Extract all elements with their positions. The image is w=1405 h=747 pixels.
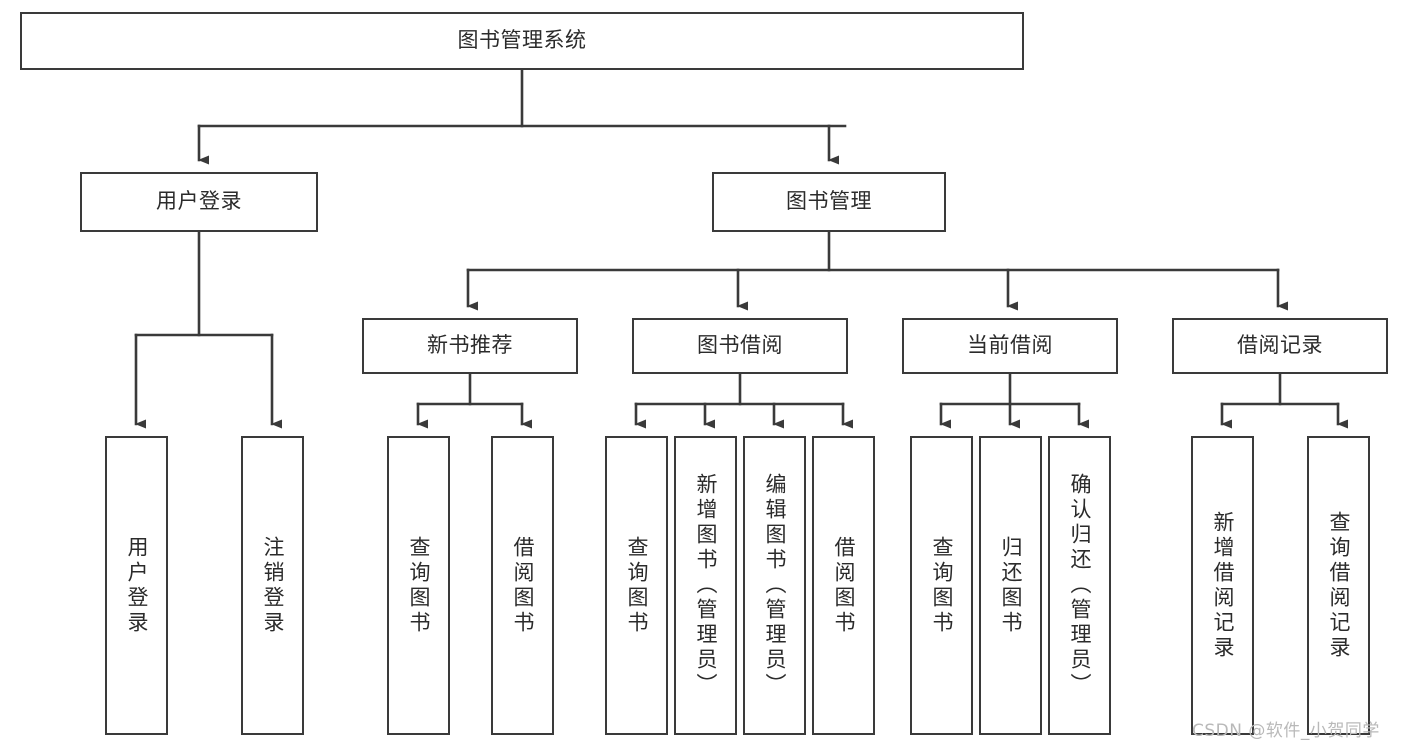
leaf-book-borrow-4[interactable]: 借阅图书 bbox=[812, 436, 875, 735]
node-new-book-recommend[interactable]: 新书推荐 bbox=[362, 318, 578, 374]
leaf-new-book-2-label: 借阅图书 bbox=[511, 535, 535, 636]
leaf-user-login-1-label: 用户登录 bbox=[125, 535, 149, 636]
leaf-new-book-2[interactable]: 借阅图书 bbox=[491, 436, 554, 735]
leaf-current-borrow-3-label: 确认归还（管理员） bbox=[1068, 473, 1092, 698]
node-book-borrow[interactable]: 图书借阅 bbox=[632, 318, 848, 374]
node-new-book-recommend-label: 新书推荐 bbox=[427, 333, 513, 358]
leaf-book-borrow-2-label: 新增图书（管理员） bbox=[694, 473, 718, 698]
node-borrow-record-label: 借阅记录 bbox=[1237, 333, 1323, 358]
node-current-borrow-label: 当前借阅 bbox=[967, 333, 1053, 358]
node-book-manage[interactable]: 图书管理 bbox=[712, 172, 946, 232]
leaf-book-borrow-4-label: 借阅图书 bbox=[832, 535, 856, 636]
leaf-current-borrow-2[interactable]: 归还图书 bbox=[979, 436, 1042, 735]
leaf-book-borrow-3-label: 编辑图书（管理员） bbox=[763, 473, 787, 698]
leaf-book-borrow-1-label: 查询图书 bbox=[625, 535, 649, 636]
leaf-current-borrow-3[interactable]: 确认归还（管理员） bbox=[1048, 436, 1111, 735]
leaf-current-borrow-1[interactable]: 查询图书 bbox=[910, 436, 973, 735]
leaf-current-borrow-1-label: 查询图书 bbox=[930, 535, 954, 636]
leaf-book-borrow-3[interactable]: 编辑图书（管理员） bbox=[743, 436, 806, 735]
node-borrow-record[interactable]: 借阅记录 bbox=[1172, 318, 1388, 374]
leaf-borrow-record-1[interactable]: 新增借阅记录 bbox=[1191, 436, 1254, 735]
node-current-borrow[interactable]: 当前借阅 bbox=[902, 318, 1118, 374]
csdn-watermark: CSDN @软件_小贺同学 bbox=[1192, 721, 1380, 741]
node-user-login[interactable]: 用户登录 bbox=[80, 172, 318, 232]
leaf-user-login-1[interactable]: 用户登录 bbox=[105, 436, 168, 735]
leaf-user-login-2-label: 注销登录 bbox=[261, 535, 285, 636]
leaf-borrow-record-2[interactable]: 查询借阅记录 bbox=[1307, 436, 1370, 735]
leaf-new-book-1[interactable]: 查询图书 bbox=[387, 436, 450, 735]
leaf-borrow-record-1-label: 新增借阅记录 bbox=[1211, 510, 1235, 661]
node-book-borrow-label: 图书借阅 bbox=[697, 333, 783, 358]
leaf-borrow-record-2-label: 查询借阅记录 bbox=[1327, 510, 1351, 661]
leaf-new-book-1-label: 查询图书 bbox=[407, 535, 431, 636]
leaf-current-borrow-2-label: 归还图书 bbox=[999, 535, 1023, 636]
leaf-user-login-2[interactable]: 注销登录 bbox=[241, 436, 304, 735]
leaf-book-borrow-2[interactable]: 新增图书（管理员） bbox=[674, 436, 737, 735]
leaf-book-borrow-1[interactable]: 查询图书 bbox=[605, 436, 668, 735]
node-user-login-label: 用户登录 bbox=[156, 189, 242, 214]
node-root-label: 图书管理系统 bbox=[457, 28, 587, 53]
node-root[interactable]: 图书管理系统 bbox=[20, 12, 1024, 70]
node-book-manage-label: 图书管理 bbox=[786, 189, 872, 214]
